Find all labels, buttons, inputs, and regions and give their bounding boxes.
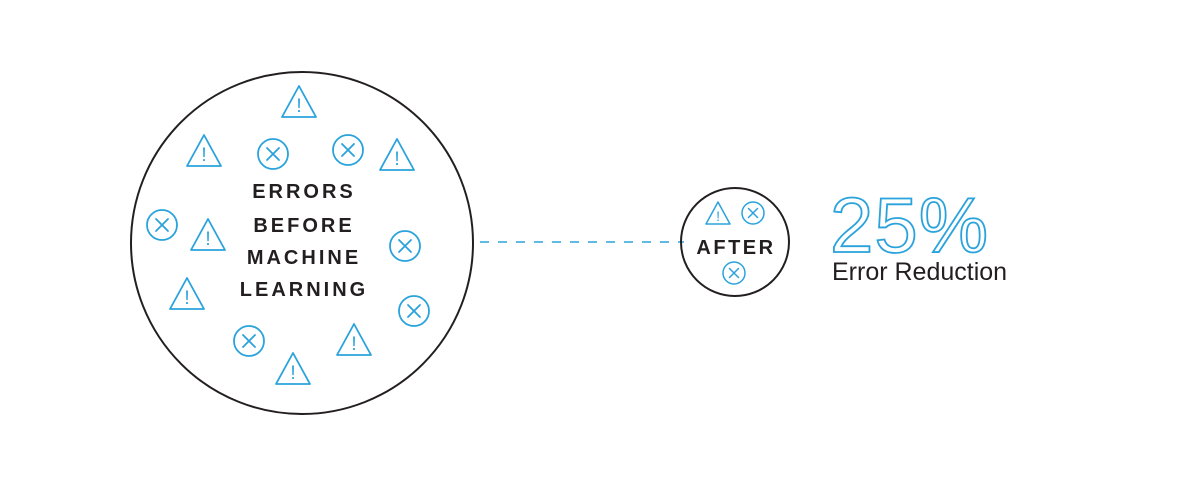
error-x-icon: [741, 201, 765, 225]
after-label: AFTER: [696, 237, 775, 259]
warning-icon: !: [336, 323, 372, 356]
after-circle: [680, 187, 790, 297]
svg-text:!: !: [716, 208, 720, 224]
warning-icon: !: [281, 85, 317, 118]
error-x-icon: [722, 261, 746, 285]
before-line-1: ERRORS: [252, 181, 356, 203]
reduction-percentage: 25%: [829, 181, 990, 269]
warning-icon: !: [186, 134, 222, 167]
error-x-icon: [332, 134, 364, 166]
svg-text:!: !: [394, 149, 399, 170]
error-x-icon: [146, 209, 178, 241]
warning-icon: !: [169, 277, 205, 310]
before-circle: [130, 71, 474, 415]
error-x-icon: [257, 138, 289, 170]
before-line-2: BEFORE: [253, 215, 354, 237]
warning-icon: !: [275, 352, 311, 385]
reduction-label: Error Reduction: [832, 258, 1008, 286]
svg-text:!: !: [201, 145, 206, 166]
svg-text:!: !: [290, 363, 295, 384]
error-x-icon: [389, 230, 421, 262]
svg-text:!: !: [184, 288, 189, 309]
warning-icon: !: [705, 201, 731, 225]
svg-text:!: !: [205, 229, 210, 250]
before-line-4: LEARNING: [240, 279, 368, 301]
before-line-3: MACHINE: [247, 247, 361, 269]
svg-text:!: !: [351, 334, 356, 355]
warning-icon: !: [190, 218, 226, 251]
warning-icon: !: [379, 138, 415, 171]
error-x-icon: [398, 295, 430, 327]
error-x-icon: [233, 325, 265, 357]
svg-text:!: !: [296, 96, 301, 117]
